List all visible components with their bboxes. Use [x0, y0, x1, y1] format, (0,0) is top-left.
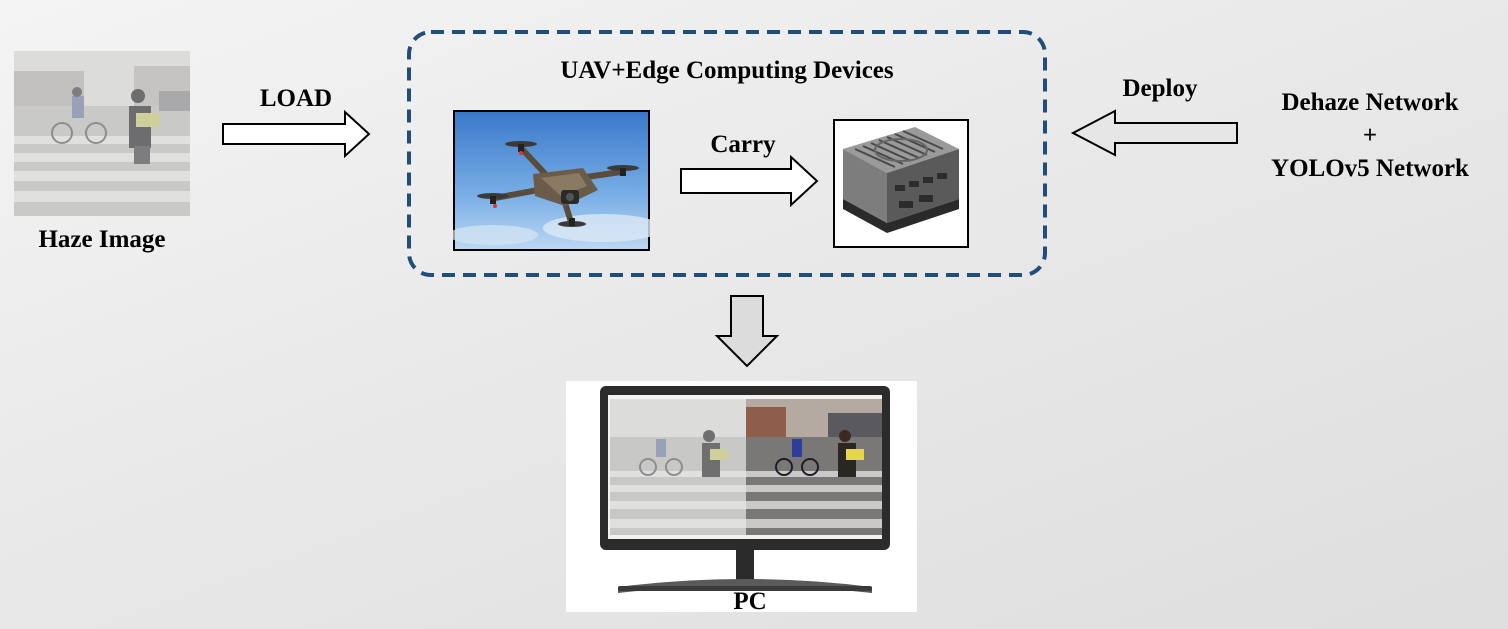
load-arrow — [221, 110, 373, 160]
pc-monitor-image — [566, 381, 917, 612]
load-label: LOAD — [259, 85, 333, 112]
networks-text: Dehaze Network + YOLOv5 Network — [1250, 86, 1490, 185]
dehaze-network-label: Dehaze Network — [1281, 89, 1459, 116]
plus-label: + — [1362, 122, 1378, 149]
haze-image — [14, 51, 190, 216]
edge-device-image — [833, 119, 969, 248]
carry-arrow — [679, 155, 821, 207]
deploy-label: Deploy — [1122, 75, 1198, 102]
drone-image — [453, 110, 650, 251]
edge-devices-group — [407, 30, 1047, 277]
haze-image-caption: Haze Image — [38, 226, 166, 253]
output-down-arrow — [714, 294, 780, 370]
pc-caption: PC — [733, 588, 767, 615]
carry-label: Carry — [710, 131, 776, 158]
yolov5-network-label: YOLOv5 Network — [1271, 155, 1469, 182]
edge-group-title: UAV+Edge Computing Devices — [560, 57, 894, 84]
deploy-arrow — [1069, 109, 1239, 159]
